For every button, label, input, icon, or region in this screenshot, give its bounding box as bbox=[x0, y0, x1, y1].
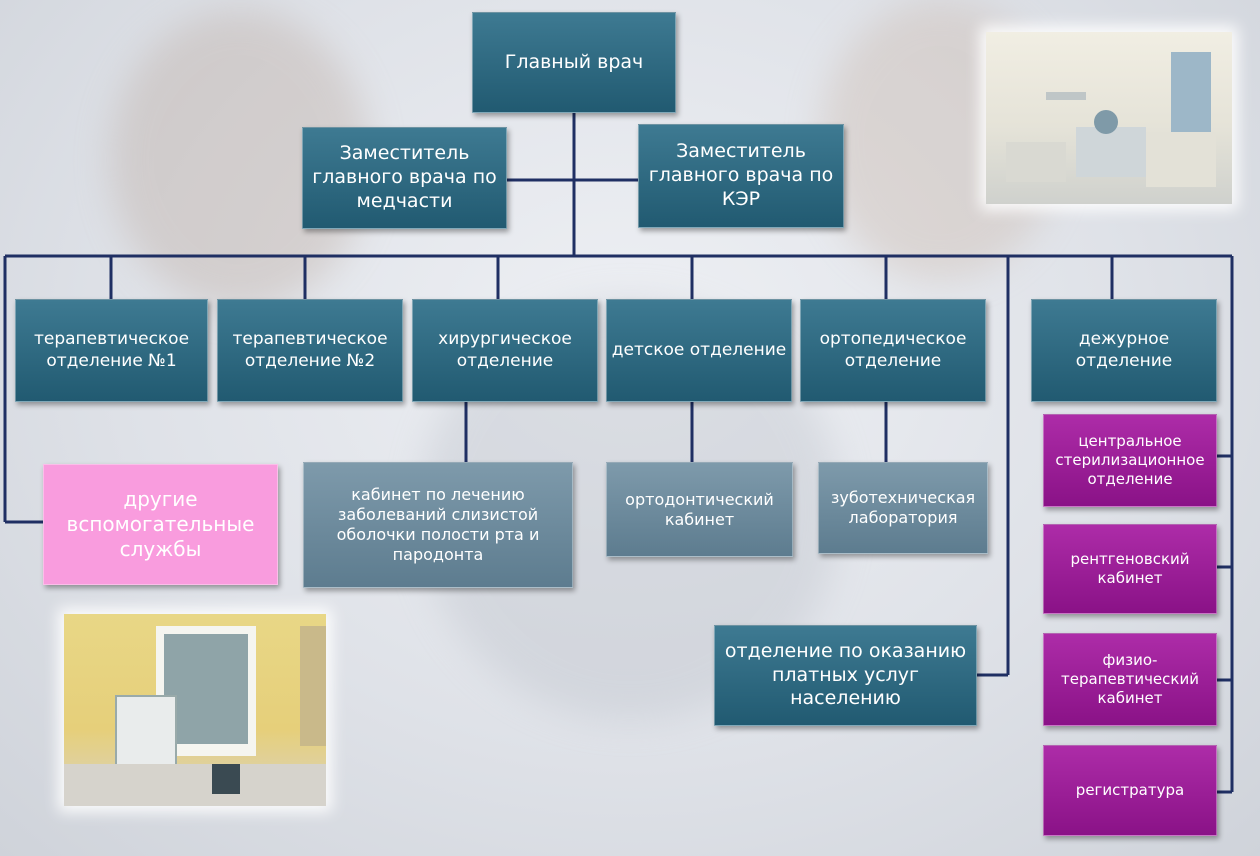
xray-cabinet-label: рентгеновский кабинет bbox=[1070, 550, 1190, 587]
orthopedic-dept-label: ортопедическое отделение bbox=[819, 329, 967, 371]
surgical-dept-box: хирургическое отделение bbox=[412, 299, 598, 402]
paid-services-label: отделение по оказанию платных услуг насе… bbox=[724, 639, 967, 710]
duty-dept-label: дежурное отделение bbox=[1075, 329, 1173, 371]
mucosa-cabinet-box: кабинет по лечению заболеваний слизистой… bbox=[303, 462, 573, 588]
chief-doctor-box: Главный врач bbox=[472, 12, 676, 113]
xray-cabinet-box: рентгеновский кабинет bbox=[1043, 524, 1217, 614]
orthopedic-dept-box: ортопедическое отделение bbox=[800, 299, 986, 402]
sterilization-label: центральное стерилизационное отделение bbox=[1055, 432, 1205, 488]
reception-photo bbox=[64, 614, 326, 806]
orthodontic-cabinet-box: ортодонтический кабинет bbox=[606, 462, 793, 557]
registry-label: регистратура bbox=[1075, 781, 1185, 800]
deputy-medical-label: Заместитель главного врача по медчасти bbox=[312, 142, 497, 212]
sterilization-box: центральное стерилизационное отделение bbox=[1043, 414, 1217, 507]
therapy-dept-1-label: терапевтическое отделение №1 bbox=[33, 329, 190, 371]
therapy-dept-1-box: терапевтическое отделение №1 bbox=[15, 299, 208, 402]
deputy-medical-box: Заместитель главного врача по медчасти bbox=[302, 127, 507, 229]
duty-dept-box: дежурное отделение bbox=[1031, 299, 1217, 402]
children-dept-box: детское отделение bbox=[606, 299, 792, 402]
orthodontic-cabinet-label: ортодонтический кабинет bbox=[625, 489, 774, 529]
surgical-dept-label: хирургическое отделение bbox=[438, 329, 572, 371]
mucosa-cabinet-label: кабинет по лечению заболеваний слизистой… bbox=[336, 485, 540, 564]
paid-services-box: отделение по оказанию платных услуг насе… bbox=[714, 625, 977, 726]
chief-doctor-label: Главный врач bbox=[504, 50, 644, 73]
therapy-dept-2-label: терапевтическое отделение №2 bbox=[232, 329, 388, 371]
dental-lab-label: зуботехническая лаборатория bbox=[830, 488, 976, 527]
deputy-ker-label: Заместитель главного врача по КЭР bbox=[648, 140, 834, 210]
registry-box: регистратура bbox=[1043, 745, 1217, 836]
dental-room-photo bbox=[986, 32, 1232, 204]
children-dept-label: детское отделение bbox=[611, 339, 787, 360]
physio-cabinet-box: физио-терапевтический кабинет bbox=[1043, 633, 1217, 726]
other-services-box: другие вспомогательные службы bbox=[43, 464, 278, 585]
therapy-dept-2-box: терапевтическое отделение №2 bbox=[217, 299, 403, 402]
dental-lab-box: зуботехническая лаборатория bbox=[818, 462, 988, 554]
other-services-label: другие вспомогательные службы bbox=[66, 487, 255, 561]
deputy-ker-box: Заместитель главного врача по КЭР bbox=[638, 124, 844, 228]
physio-cabinet-label: физио-терапевтический кабинет bbox=[1061, 651, 1199, 707]
